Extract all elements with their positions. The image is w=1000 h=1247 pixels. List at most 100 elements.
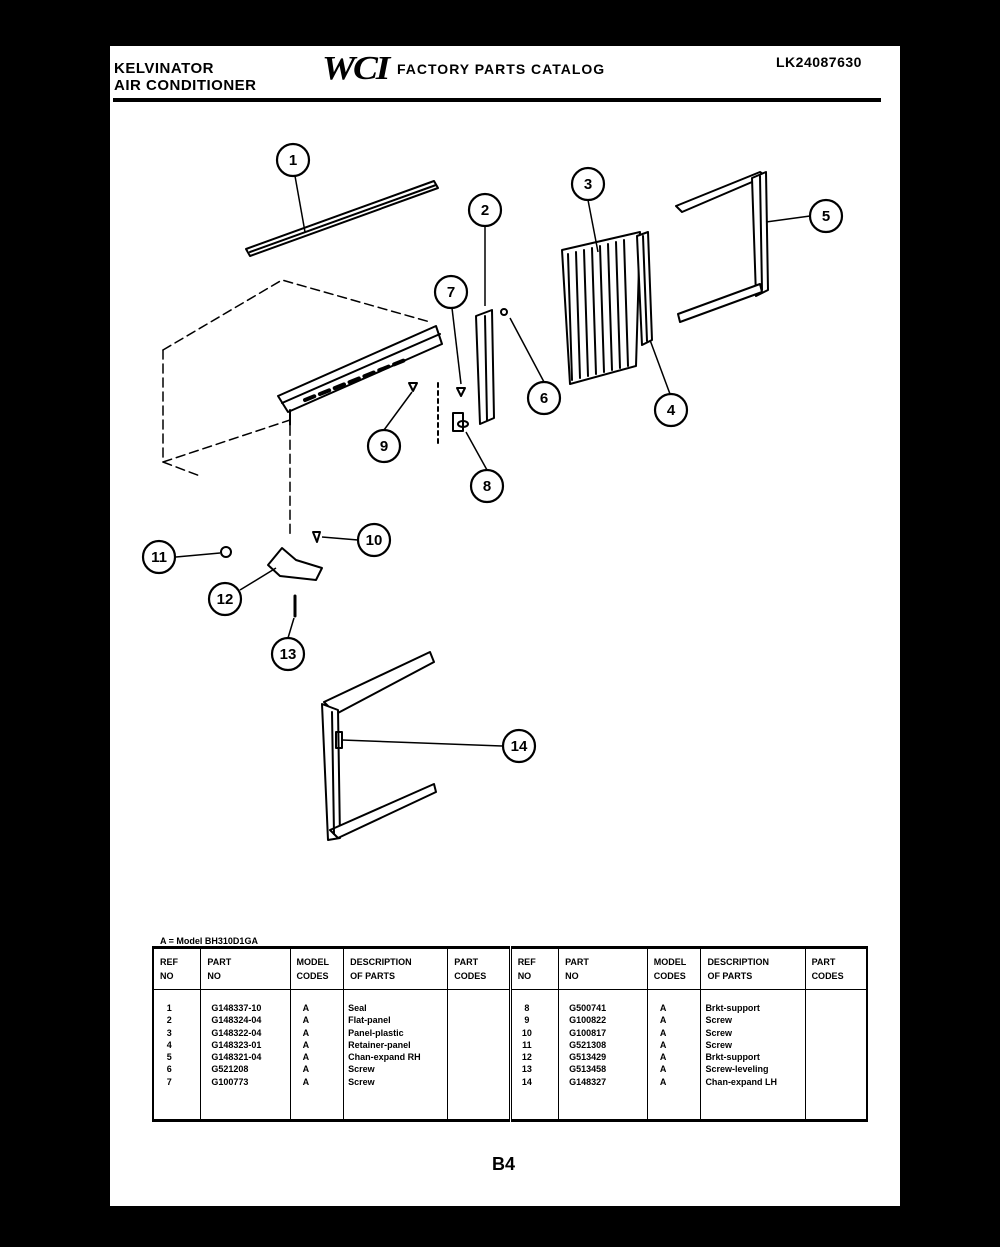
header-model-line-1: MODEL — [296, 957, 330, 967]
header-part-line-2-right: NO — [565, 971, 579, 981]
header-ref-line-2: NO — [160, 971, 174, 981]
header-desc-line-1-right: DESCRIPTION — [707, 957, 769, 967]
part-number-cell: G100822 — [569, 1015, 607, 1026]
model-code-cell: A — [659, 1015, 667, 1026]
header-model-line-2-right: CODES — [653, 971, 686, 981]
part-9-screw — [408, 382, 418, 392]
ref-cell: 7 — [166, 1076, 172, 1087]
model-code-cell: A — [659, 1064, 667, 1075]
header-ref-no: REF NO — [152, 947, 201, 990]
ref-cell: 14 — [521, 1076, 532, 1087]
model-code-cell: A — [302, 1064, 310, 1075]
brand-name: KELVINATOR AIR CONDITIONER — [114, 60, 257, 94]
header-rule — [113, 98, 881, 102]
description-column-left: Seal Flat-panel Panel-plastic Retainer-p… — [343, 989, 448, 1121]
description-cell: Seal — [348, 1003, 367, 1013]
part-code-column-left — [447, 989, 511, 1121]
part-number-cell: G521308 — [569, 1039, 607, 1050]
part-number-cell: G148323-01 — [211, 1039, 262, 1050]
header-part-no: PART NO — [200, 947, 290, 990]
part-10-screw — [312, 531, 321, 543]
header-pcode-line-1: PART — [454, 957, 479, 967]
ref-cell: 5 — [166, 1052, 172, 1063]
part-number-cell: G148321-04 — [211, 1052, 262, 1063]
description-cell: Screw-leveling — [705, 1064, 769, 1075]
binder-hole-top — [902, 123, 940, 161]
callout-5: 5 — [808, 198, 844, 234]
header-model-line-1-right: MODEL — [653, 957, 687, 967]
part-11-screw — [220, 546, 232, 558]
header-part-codes: PART CODES — [447, 947, 511, 990]
svg-text:5: 5 — [822, 208, 830, 225]
header-part-line-1: PART — [207, 957, 232, 967]
part-number-cell: G500741 — [569, 1003, 607, 1013]
callout-2: 2 — [467, 192, 503, 228]
svg-text:8: 8 — [483, 478, 491, 495]
svg-text:6: 6 — [540, 390, 548, 407]
part-number-cell: G100817 — [569, 1027, 607, 1038]
svg-text:11: 11 — [151, 549, 167, 566]
brand-line-1: KELVINATOR — [114, 60, 215, 77]
callouts: 1 2 3 4 5 6 7 8 9 10 11 12 13 14 — [141, 142, 844, 764]
svg-text:3: 3 — [584, 176, 592, 193]
ref-column-right: 8 9 10 11 12 13 14 — [508, 989, 559, 1121]
header-part-line-2: NO — [207, 971, 221, 981]
svg-text:10: 10 — [366, 532, 383, 549]
header-part-codes-right: PART CODES — [804, 947, 867, 990]
description-cell: Screw — [705, 1015, 732, 1026]
callout-7: 7 — [433, 274, 469, 310]
header-pcode-line-2: CODES — [454, 971, 487, 981]
svg-text:14: 14 — [511, 738, 528, 755]
model-code-cell: A — [302, 1027, 310, 1038]
ref-cell: 12 — [521, 1052, 532, 1063]
part-8-bracket — [437, 382, 469, 446]
svg-text:4: 4 — [667, 402, 676, 419]
header-ref-line-1: REF — [160, 957, 178, 967]
part-4-retainer-panel — [636, 231, 653, 346]
header-pcode-line-2-right: CODES — [811, 971, 844, 981]
callout-9: 9 — [366, 428, 402, 464]
model-code-column-left: A A A A A A A — [289, 989, 344, 1121]
ref-cell: 13 — [521, 1064, 532, 1075]
svg-text:9: 9 — [380, 438, 388, 455]
ref-cell: 2 — [166, 1015, 172, 1026]
description-cell: Panel-plastic — [348, 1027, 404, 1038]
catalog-title: FACTORY PARTS CATALOG — [397, 61, 606, 77]
model-code-cell: A — [302, 1076, 310, 1087]
model-code-cell: A — [659, 1027, 667, 1038]
part-6-screw — [500, 308, 508, 316]
part-2-flat-panel — [475, 309, 495, 425]
model-code-cell: A — [302, 1015, 310, 1026]
description-cell: Chan-expand LH — [705, 1076, 777, 1087]
leader-lines — [175, 175, 811, 747]
svg-text:12: 12 — [217, 591, 234, 608]
part-code-column-right — [804, 989, 867, 1121]
callout-4: 4 — [653, 392, 689, 428]
description-cell: Brkt-support — [705, 1052, 760, 1063]
description-cell: Chan-expand RH — [348, 1052, 421, 1063]
model-code-cell: A — [659, 1052, 667, 1063]
part-3-plastic-panel — [561, 231, 641, 385]
model-code-cell: A — [659, 1076, 667, 1087]
model-code-cell: A — [302, 1003, 310, 1013]
description-cell: Brkt-support — [705, 1003, 760, 1013]
description-cell: Retainer-panel — [348, 1039, 411, 1050]
part-7-screw — [456, 387, 466, 397]
callout-6: 6 — [526, 380, 562, 416]
callout-1: 1 — [275, 142, 311, 178]
callout-13: 13 — [270, 636, 306, 672]
svg-text:13: 13 — [280, 646, 297, 663]
model-note: A = Model BH310D1GA — [160, 936, 258, 946]
callout-8: 8 — [469, 468, 505, 504]
ref-column-left: 1 2 3 4 5 6 7 — [152, 989, 201, 1121]
model-code-cell: A — [302, 1039, 310, 1050]
header-desc-line-1: DESCRIPTION — [350, 957, 412, 967]
ref-cell: 4 — [166, 1039, 172, 1050]
wci-logo: WCI — [322, 50, 390, 87]
part-number-cell: G513458 — [569, 1064, 607, 1075]
header-pcode-line-1-right: PART — [811, 957, 836, 967]
ref-cell: 6 — [166, 1064, 172, 1075]
